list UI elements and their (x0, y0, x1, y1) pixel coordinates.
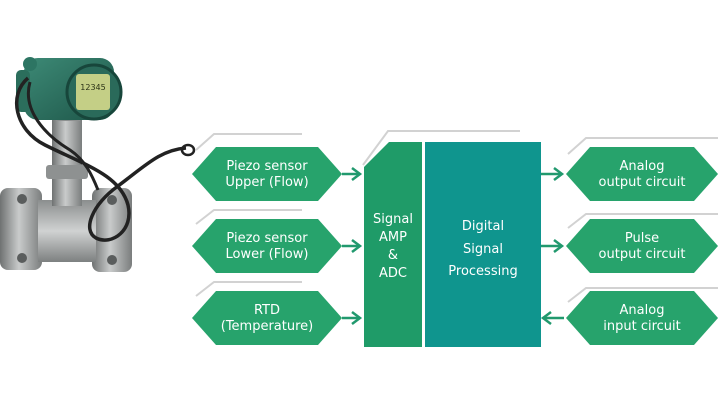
signal-amp-adc-block: Signal AMP & ADC (364, 142, 422, 347)
input-arrows (342, 167, 363, 325)
input-node-upper-flow: Piezo sensor Upper (Flow) (192, 147, 342, 201)
output-pulse-line1: Pulse (625, 231, 659, 246)
amp-line-1: Signal (373, 212, 413, 227)
shadow-lines (195, 130, 718, 303)
input-rtd-line2: (Temperature) (221, 319, 314, 334)
output-nodes: Analog output circuit Pulse output circu… (566, 147, 718, 345)
output-pulse-line2: output circuit (599, 247, 686, 262)
output-input-line1: Analog (620, 303, 665, 318)
lcd-readout: 12345 (80, 83, 105, 92)
dsp-line-1: Digital (462, 219, 504, 234)
dsp-line-3: Processing (448, 264, 517, 279)
output-analog-line1: Analog (620, 159, 665, 174)
input-upper-line1: Piezo sensor (226, 159, 308, 174)
arrow-upper-to-amp (342, 167, 363, 181)
arrow-lower-to-amp (342, 239, 363, 253)
arrow-dsp-to-analog-output (541, 167, 565, 181)
output-node-pulse-output: Pulse output circuit (566, 219, 718, 273)
dsp-line-2: Signal (463, 242, 503, 257)
flowmeter-illustration: 12345 (0, 57, 196, 272)
output-node-analog-input: Analog input circuit (566, 291, 718, 345)
input-upper-line2: Upper (Flow) (225, 175, 308, 190)
input-node-rtd: RTD (Temperature) (192, 291, 342, 345)
output-arrows (540, 167, 565, 325)
amp-line-3: & (388, 248, 398, 263)
input-lower-line2: Lower (Flow) (226, 247, 309, 262)
input-node-lower-flow: Piezo sensor Lower (Flow) (192, 219, 342, 273)
pipe-body (38, 200, 96, 262)
output-input-line2: input circuit (603, 319, 681, 334)
amp-line-4: ADC (379, 266, 407, 281)
arrow-rtd-to-amp (342, 311, 363, 325)
input-rtd-line1: RTD (254, 303, 280, 318)
arrow-analog-input-to-dsp (540, 311, 564, 325)
left-flange (0, 188, 42, 270)
output-analog-line2: output circuit (599, 175, 686, 190)
arrow-dsp-to-pulse-output (541, 239, 565, 253)
right-flange (92, 188, 132, 272)
input-nodes: Piezo sensor Upper (Flow) Piezo sensor L… (192, 147, 342, 345)
digital-signal-processing-block: Digital Signal Processing (425, 142, 541, 347)
lcd-display (76, 74, 110, 110)
output-node-analog-output: Analog output circuit (566, 147, 718, 201)
cable-connector (180, 143, 196, 157)
amp-line-2: AMP (379, 230, 407, 245)
input-lower-line1: Piezo sensor (226, 231, 308, 246)
sensor-cable (14, 76, 187, 242)
